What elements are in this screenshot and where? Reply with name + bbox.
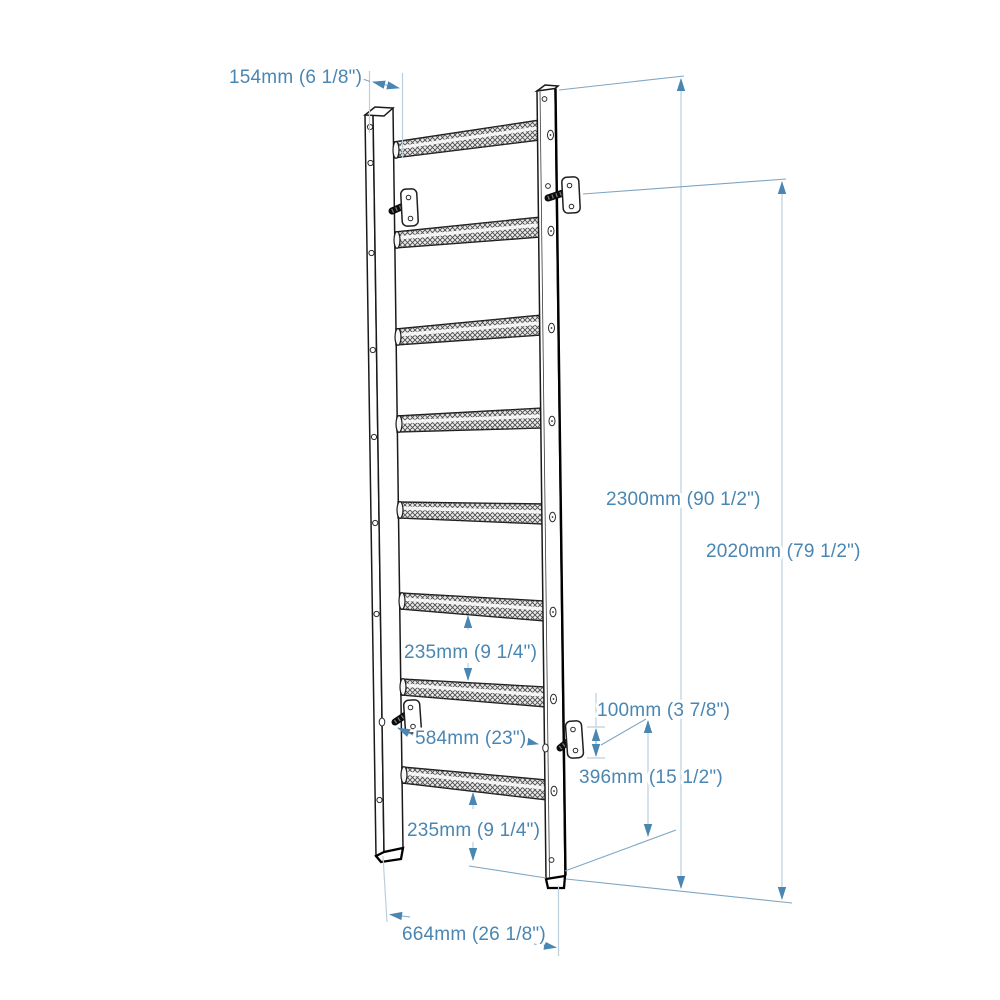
dim-label-bracket-floor-height: 396mm (15 1/2") <box>579 767 723 788</box>
rung <box>395 407 544 433</box>
dimension-bracket-span <box>582 178 787 900</box>
rung <box>396 501 545 525</box>
right-post-screw-holes <box>541 96 555 863</box>
right-post-top-cap <box>534 84 560 93</box>
dimension-bracket-width <box>397 727 539 746</box>
wall-bracket-lower-right <box>556 720 585 759</box>
bracket-plate <box>400 188 419 227</box>
wall-bracket-lower-left <box>391 699 423 734</box>
dim-label-total-height: 2300mm (90 1/2") <box>606 489 761 510</box>
dimension-labels: 154mm (6 1/8") 2300mm (90 1/2") 2020mm (… <box>226 64 863 948</box>
wall-bracket-upper-left <box>388 188 419 227</box>
dim-label-rung-spacing-lower: 235mm (9 1/4") <box>407 820 540 841</box>
wall-bracket-upper-right <box>544 176 581 214</box>
left-post-screw-holes <box>366 123 386 804</box>
rung <box>394 314 543 346</box>
dim-label-rung-spacing-upper: 235mm (9 1/4") <box>404 642 537 663</box>
dim-label-bracket-inner-width: 584mm (23") <box>415 728 526 749</box>
rung <box>393 216 542 249</box>
right-post-bottom-cap <box>544 874 567 890</box>
dimension-total-height <box>558 75 793 904</box>
right-post-rung-sockets <box>547 129 558 797</box>
left-post-top-cap <box>362 106 395 117</box>
dimension-bracket-plate-height <box>587 693 647 759</box>
rung <box>398 592 546 622</box>
dimension-rung-spacing-lower <box>468 792 547 879</box>
bracket-plate <box>564 720 585 759</box>
dim-label-bracket-plate-height: 100mm (3 7/8") <box>597 700 730 721</box>
rung <box>400 766 548 801</box>
dim-label-top-depth: 154mm (6 1/8") <box>229 67 362 88</box>
rung <box>392 119 541 159</box>
dimension-bracket-floor-height <box>564 720 677 872</box>
dim-label-bracket-span-height: 2020mm (79 1/2") <box>706 541 861 562</box>
right-post <box>534 84 567 890</box>
dimension-base-width <box>382 855 560 956</box>
bracket-plate <box>561 176 581 214</box>
dim-label-base-width: 664mm (26 1/8") <box>402 924 546 945</box>
left-post <box>362 106 405 864</box>
rung <box>399 678 547 708</box>
dimension-top-depth <box>356 71 404 158</box>
rungs <box>392 119 548 801</box>
